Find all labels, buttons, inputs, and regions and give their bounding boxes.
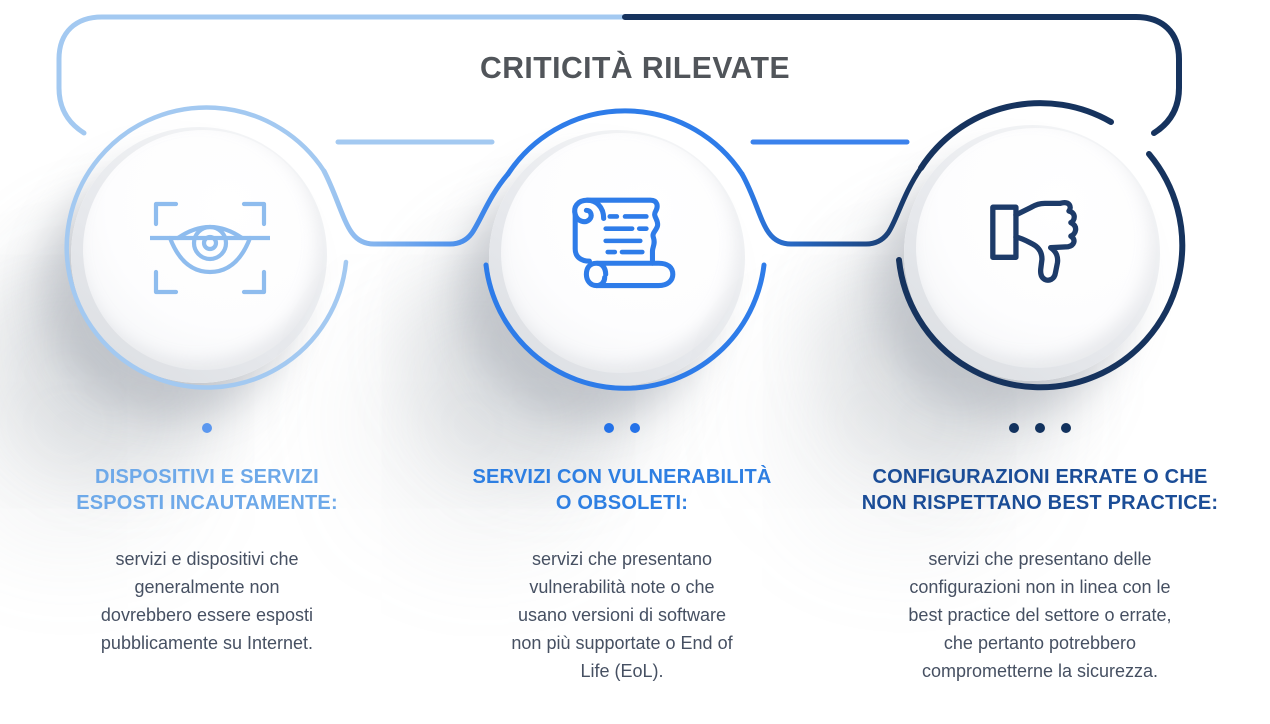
circle-panel-3 [904, 125, 1160, 381]
frame-arc-right [622, 14, 1182, 136]
bridge-2 [739, 165, 924, 247]
ring-3-top [918, 100, 1114, 171]
column-misconfigurations: CONFIGURAZIONI ERRATE O CHE NON RISPETTA… [825, 422, 1255, 685]
step-dot [604, 423, 614, 433]
column-heading-2: SERVIZI CON VULNERABILITÀ O OBSOLETI: [472, 466, 772, 515]
column-body-3: servizi che presentano delle configurazi… [908, 548, 1172, 682]
ring-3-main [896, 151, 1186, 391]
column-heading-1: DISPOSITIVI E SERVIZI ESPOSTI INCAUTAMEN… [76, 466, 338, 515]
circle-face-1 [83, 130, 323, 370]
frame-arc-left [56, 14, 628, 136]
ring-1 [64, 105, 349, 390]
column-body-1: servizi e dispositivi che generalmente n… [100, 548, 314, 654]
column-exposed-devices: DISPOSITIVI E SERVIZI ESPOSTI INCAUTAMEN… [27, 422, 387, 657]
column-vulnerable-services: SERVIZI CON VULNERABILITÀ O OBSOLETI: se… [442, 422, 802, 685]
eye-scan-icon [150, 201, 270, 295]
bridge-1 [321, 168, 511, 247]
column-body-2: servizi che presentano vulnerabilità not… [511, 548, 733, 682]
step-dot [630, 423, 640, 433]
scroll-icon [572, 197, 676, 289]
step-dots-1 [202, 422, 212, 434]
page-title: CRITICITÀ RILEVATE [480, 50, 790, 85]
step-dot [1061, 423, 1071, 433]
step-dot [1035, 423, 1045, 433]
thumbs-down-icon [990, 200, 1079, 283]
step-dot [202, 423, 212, 433]
ring-2-top [505, 108, 745, 177]
step-dot [1009, 423, 1019, 433]
step-dots-2 [604, 422, 640, 434]
column-heading-3: CONFIGURAZIONI ERRATE O CHE NON RISPETTA… [861, 466, 1219, 515]
ring-2-bottom [483, 262, 767, 391]
step-dots-3 [1009, 422, 1071, 434]
